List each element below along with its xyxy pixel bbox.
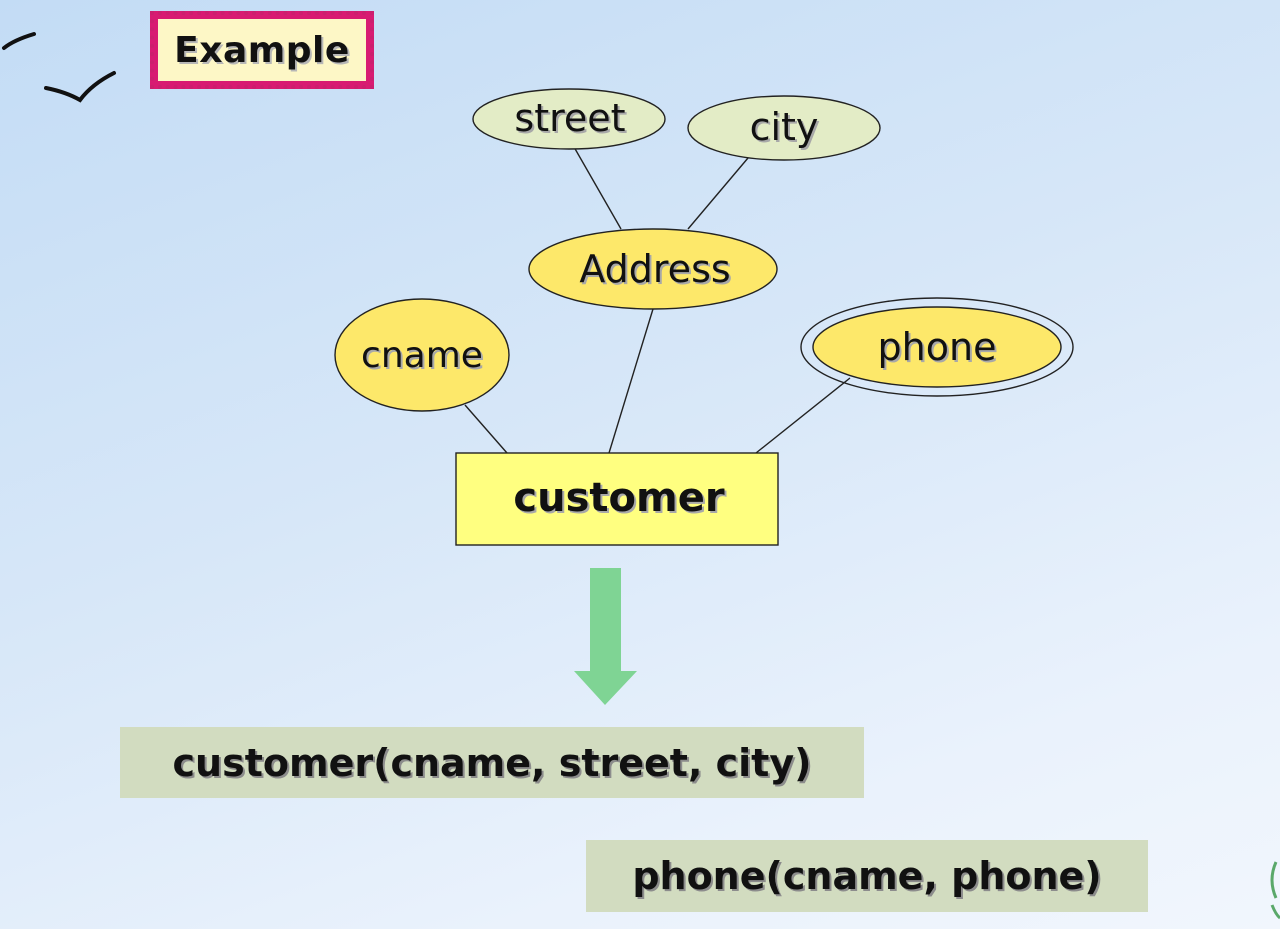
slide-title-box: Example <box>150 11 374 89</box>
street-label-shadow: street <box>516 98 627 142</box>
street-attribute <box>472 88 666 150</box>
address-attribute <box>528 228 778 310</box>
customer-entity-label-shadow: customer <box>515 477 726 523</box>
line-cname-customer <box>464 404 508 454</box>
cname-label: cname <box>361 335 483 376</box>
street-label: street <box>514 96 625 140</box>
address-label: Address <box>579 247 730 291</box>
customer-relation: customer(cname, street, city) <box>120 727 864 798</box>
corner-leaf-icon <box>1270 861 1280 920</box>
connectors <box>464 146 851 454</box>
phone-label: phone <box>878 325 997 369</box>
phone-outer-ellipse <box>800 297 1074 397</box>
slide-title: Example <box>158 19 366 81</box>
phone-attribute <box>812 306 1062 388</box>
city-label: city <box>750 105 819 149</box>
phone-label-shadow: phone <box>880 327 999 371</box>
line-address-customer <box>608 308 654 454</box>
customer-entity <box>455 452 779 546</box>
cname-attribute <box>334 298 510 412</box>
city-attribute <box>687 95 881 161</box>
phone-relation: phone(cname, phone) <box>586 840 1148 912</box>
down-arrow-icon <box>574 568 637 705</box>
customer-entity-label: customer <box>513 475 724 521</box>
line-city-address <box>687 157 749 230</box>
line-street-address <box>573 146 622 230</box>
address-label-shadow: Address <box>581 249 732 293</box>
birds-icon <box>2 32 116 103</box>
line-phone-customer <box>755 377 851 454</box>
city-label-shadow: city <box>752 107 821 151</box>
cname-label-shadow: cname <box>363 337 485 378</box>
